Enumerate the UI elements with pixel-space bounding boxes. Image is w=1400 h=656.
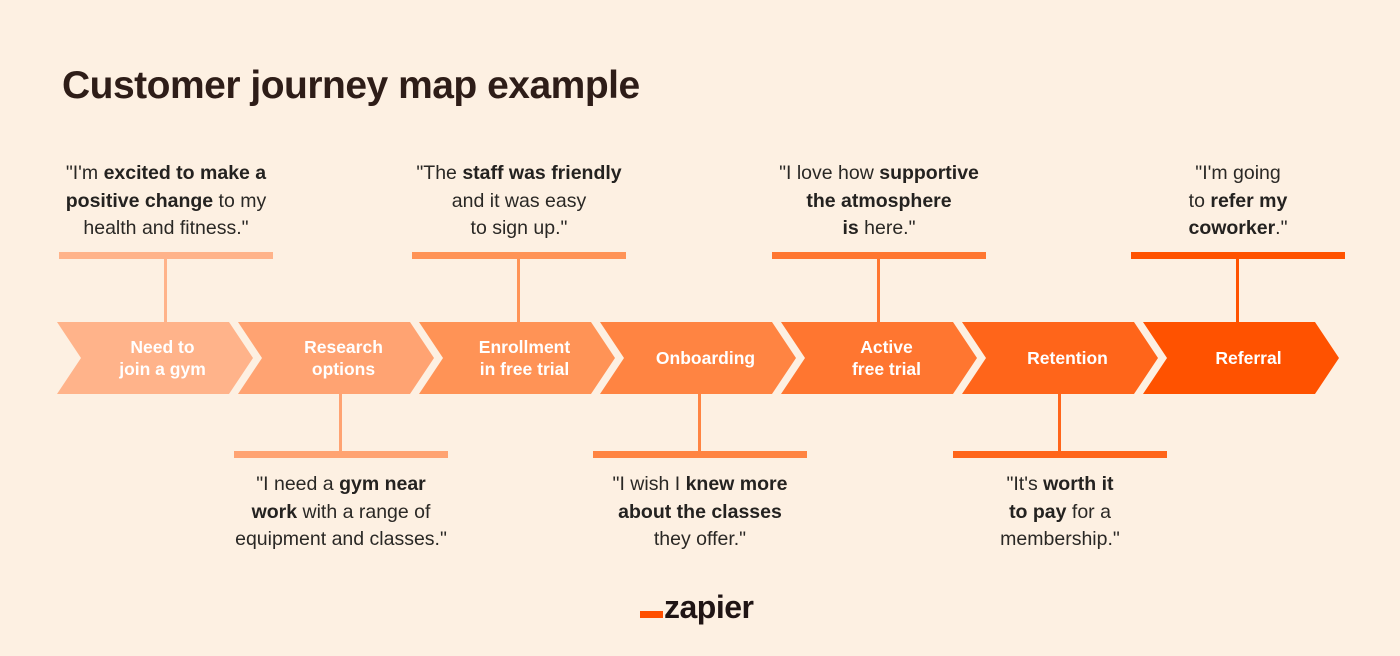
- quote-need-to-join: "I'm excited to make a positive change t…: [65, 162, 267, 239]
- quote-referral: "I'm going to refer my coworker.": [1188, 162, 1288, 239]
- connector-referral: [1131, 252, 1345, 322]
- connector-bar: [59, 252, 273, 259]
- stage-label: Research options: [304, 337, 383, 379]
- stage-need-to-join: Need to join a gym: [57, 322, 253, 394]
- stage-retention: Retention: [962, 322, 1158, 394]
- quote-onboarding: "I wish I knew more about the classes th…: [612, 473, 788, 550]
- quote-active-trial: "I love how supportive the atmosphere is…: [779, 162, 979, 239]
- page-title: Customer journey map example: [62, 64, 640, 107]
- stage-research: Research options: [238, 322, 434, 394]
- connector-bar: [1131, 252, 1345, 259]
- connector-enrollment: [412, 252, 626, 322]
- stage-active-trial: Active free trial: [781, 322, 977, 394]
- stage-referral: Referral: [1143, 322, 1339, 394]
- connector-retention: [953, 394, 1167, 464]
- connector-bar: [772, 252, 986, 259]
- connector-line: [339, 394, 342, 457]
- stage-label: Active free trial: [851, 337, 922, 379]
- stage-label: Need to join a gym: [119, 337, 206, 379]
- stage-label: Referral: [1215, 348, 1282, 368]
- zapier-logo: zapier: [640, 589, 754, 625]
- connector-line: [877, 259, 880, 322]
- connector-need-to-join: [59, 252, 273, 322]
- quote-enrollment: "The staff was friendly and it was easy …: [416, 162, 622, 239]
- connector-line: [164, 259, 167, 322]
- quote-research: "I need a gym near work with a range of …: [235, 473, 447, 550]
- connector-bar: [593, 451, 807, 458]
- stage-enrollment: Enrollment in free trial: [419, 322, 615, 394]
- connector-onboarding: [593, 394, 807, 464]
- connector-bar: [412, 252, 626, 259]
- connector-bar: [953, 451, 1167, 458]
- logo-text: zapier: [664, 589, 754, 625]
- stage-label: Onboarding: [655, 348, 756, 368]
- connector-line: [1236, 259, 1239, 322]
- quote-retention: "It's worth it to pay for a membership.": [1000, 473, 1120, 550]
- connector-line: [698, 394, 701, 457]
- connector-bar: [234, 451, 448, 458]
- connector-line: [1058, 394, 1061, 457]
- stage-label: Enrollment in free trial: [478, 337, 571, 379]
- stage-label: Retention: [1027, 348, 1108, 368]
- logo-underscore-icon: [640, 611, 663, 618]
- journey-timeline: Need to join a gym Research options Enro…: [57, 322, 1357, 394]
- stage-onboarding: Onboarding: [600, 322, 796, 394]
- connector-active-trial: [772, 252, 986, 322]
- connector-research: [234, 394, 448, 464]
- connector-line: [517, 259, 520, 322]
